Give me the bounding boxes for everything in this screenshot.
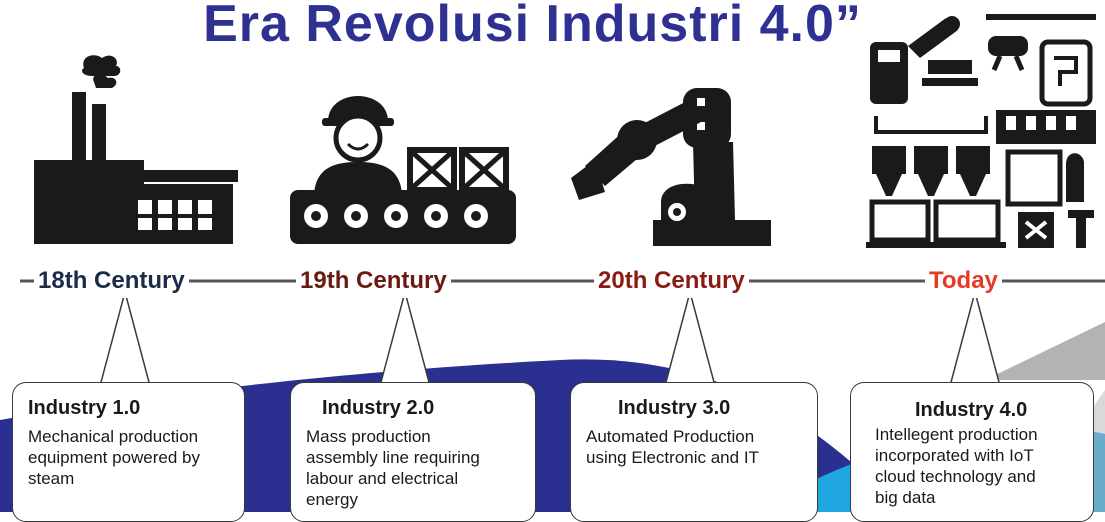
pointer-4 [949,289,1001,387]
card-text-line: equipment powered by [28,448,201,467]
card-text-line: energy [306,490,358,509]
pointer-1 [99,289,151,387]
card-text-line: big data [875,488,936,507]
card-text-line: Mechanical production [28,427,199,446]
pointer-2 [379,289,431,387]
card-heading: Industry 4.0 [915,399,1028,421]
card-heading: Industry 3.0 [618,397,731,419]
assembly-worker-icon [290,96,516,244]
card-industry-2: Industry 2.0 Mass production assembly li… [290,382,536,522]
card-text-line: steam [28,469,75,488]
card-text-line: Intellegent production [875,425,1038,444]
card-industry-4: Industry 4.0 Intellegent production inco… [850,382,1094,522]
card-text-line: using Electronic and IT [586,448,759,467]
era-label-18th-century: 18th Century [34,264,189,298]
card-heading: Industry 2.0 [322,397,435,419]
smart-factory-icon [866,14,1096,248]
card-heading: Industry 1.0 [28,397,141,419]
era-label-20th-century: 20th Century [594,264,749,298]
corner-gray-triangle [985,322,1105,380]
robot-arm-icon [571,88,771,246]
pointer-3 [664,289,716,387]
card-text-line: cloud technology and [875,467,1036,486]
era-label-19th-century: 19th Century [296,264,451,298]
card-industry-3: Industry 3.0 Automated Production using … [570,382,818,522]
card-text-line: assembly line requiring [306,448,480,467]
factory-icon [34,55,238,244]
card-text-line: Mass production [306,427,431,446]
card-text-line: Automated Production [586,427,755,446]
era-label-today: Today [925,264,1002,298]
card-industry-1: Industry 1.0 Mechanical production equip… [12,382,245,522]
card-text-line: labour and electrical [306,469,459,488]
card-text-line: incorporated with IoT [875,446,1034,465]
page-title: Era Revolusi Industri 4.0” [203,0,862,53]
